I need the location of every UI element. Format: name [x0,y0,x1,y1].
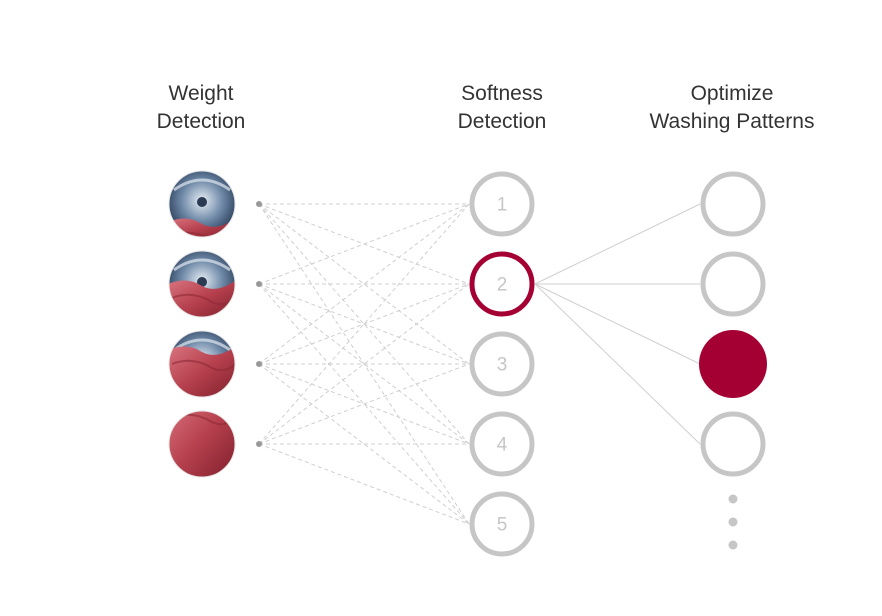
weight-level-image [168,250,236,318]
ellipsis-dot [728,540,738,550]
output-node-selected [699,330,767,398]
softness-nodes: 1 2 3 4 5 [469,171,535,557]
heading-line: Weight [168,82,234,105]
optimize-washing-heading: Optimize Washing Patterns [622,80,842,136]
input-dot [256,361,262,367]
softness-node-selected: 2 [469,251,535,317]
output-nodes [699,171,767,477]
softness-node-label: 5 [497,515,508,536]
more-dots [728,494,738,550]
output-node [700,251,766,317]
softness-node-label: 1 [497,195,508,216]
softness-node: 5 [469,491,535,557]
weight-level-image [168,330,236,398]
dashed-connection [258,443,470,525]
dashed-connection [258,203,470,365]
output-node [700,171,766,237]
heading-line: Optimize [690,82,774,105]
heading-line: Detection [457,110,547,133]
weight-level-images [168,170,236,478]
ellipsis-dot [728,517,738,527]
dashed-connection [258,203,470,285]
solid-connection [534,283,701,445]
dashed-connection [258,203,470,365]
softness-node-label: 2 [497,275,508,296]
weight-level-image [168,170,236,238]
solid-connection [534,203,701,285]
dashed-connection [258,363,470,525]
softness-node-label: 4 [497,435,508,456]
input-dot [256,281,262,287]
dashed-connection [258,283,470,445]
softness-node: 3 [469,331,535,397]
heading-line: Softness [461,82,543,105]
dashed-connection [258,363,470,445]
connection-lines [256,201,701,525]
input-dot [256,441,262,447]
heading-line: Detection [156,110,246,133]
softness-node: 4 [469,411,535,477]
softness-node-label: 3 [497,355,508,376]
input-dot [256,201,262,207]
ellipsis-dot [728,494,738,504]
softness-node: 1 [469,171,535,237]
dashed-connection [258,283,470,365]
output-node [700,411,766,477]
weight-level-image [168,410,236,478]
dashed-connection [258,283,470,445]
solid-connection [534,283,701,365]
weight-detection-heading: Weight Detection [131,80,271,136]
heading-line: Washing Patterns [649,110,815,133]
softness-detection-heading: Softness Detection [432,80,572,136]
